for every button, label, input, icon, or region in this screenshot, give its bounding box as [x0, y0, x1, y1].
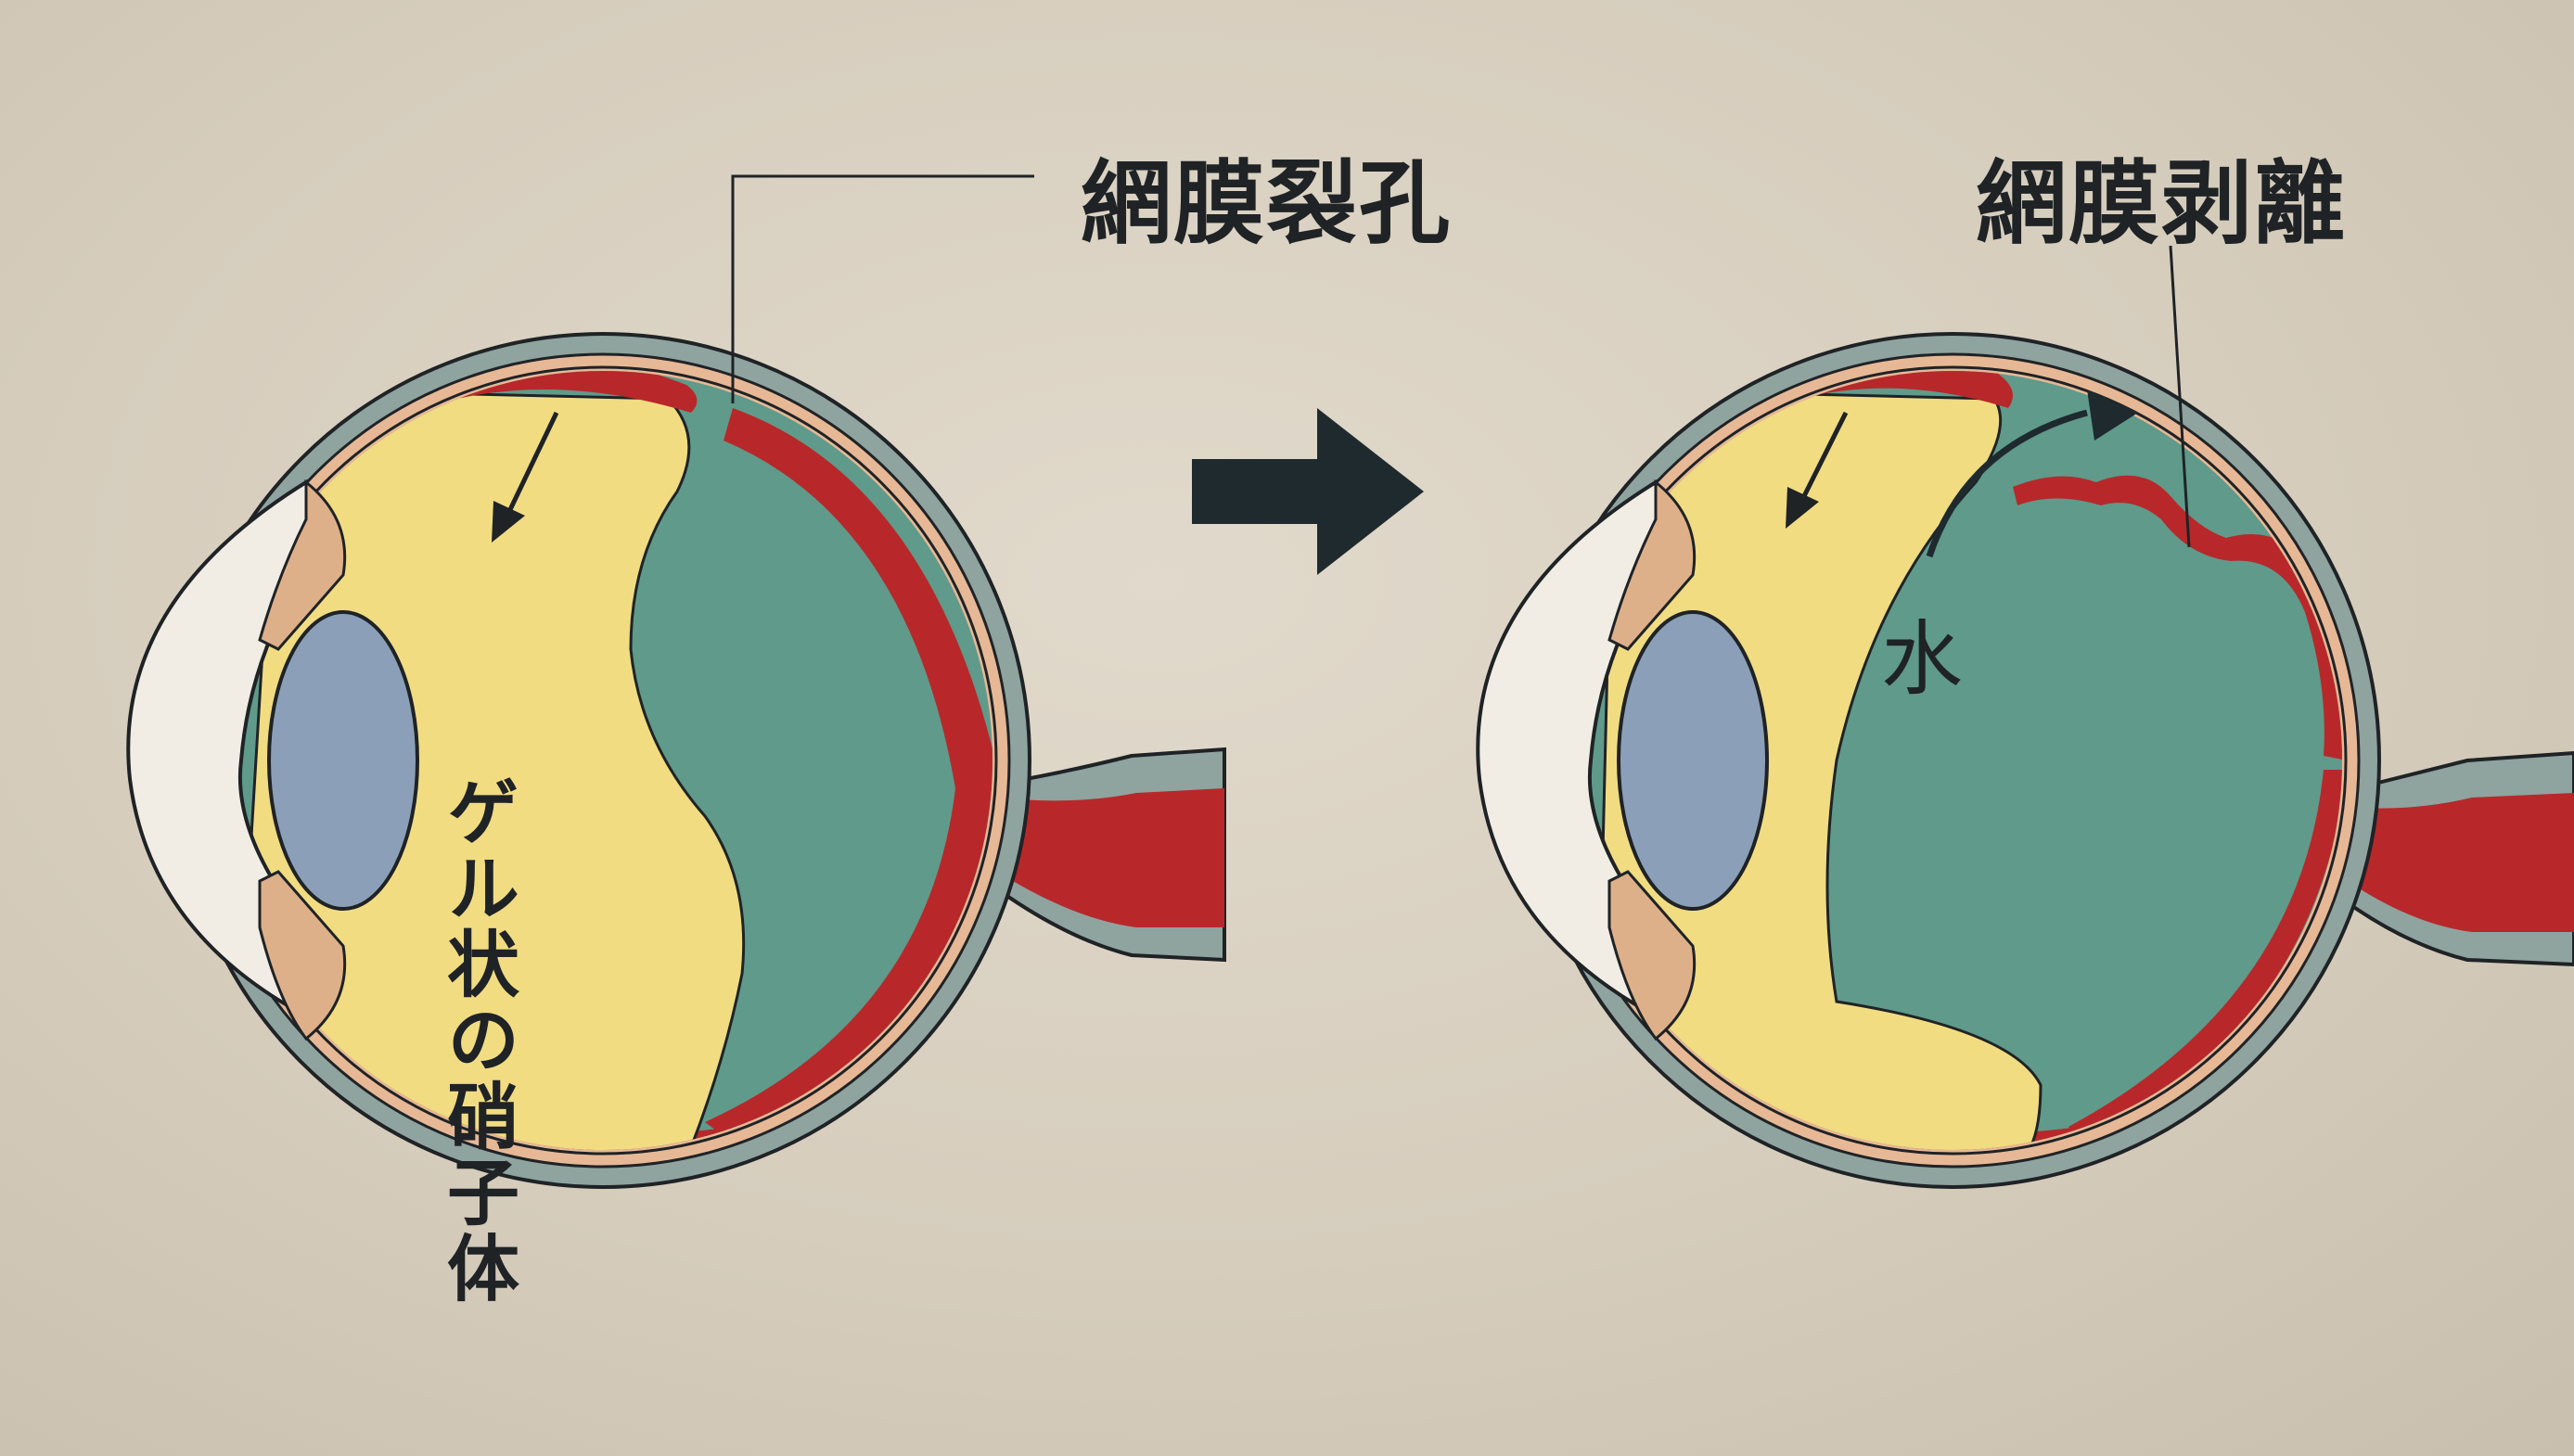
retina-lower-right: [2068, 770, 2342, 1150]
water-flow-arrow: [1926, 409, 2088, 558]
iris-lower-right: [1607, 870, 1697, 1041]
optic-nerve-core-right: [2328, 793, 2574, 932]
water-flow-arrowhead: [2087, 390, 2138, 441]
motion-arrowhead-left: [492, 501, 525, 543]
gel-vitreous-left: [230, 388, 746, 1150]
gel-vitreous-right: [1594, 388, 2043, 1150]
iris-upper-right: [1607, 479, 1697, 651]
optic-nerve-core-left: [983, 788, 1224, 927]
motion-arrowhead-right: [1786, 487, 1819, 529]
label-retinal-detachment: 網膜剥離: [1976, 151, 2348, 257]
label-retinal-tear: 網膜裂孔: [1081, 151, 1453, 257]
eye-right: [1476, 332, 2574, 1189]
eye-left: [126, 332, 1226, 1189]
iris-upper-left: [258, 479, 347, 651]
motion-arrow-right: [1797, 411, 1849, 507]
transition-arrow-icon: [1192, 408, 1424, 575]
leader-line-tear: [731, 174, 1034, 403]
iris-lower-left: [258, 870, 347, 1041]
lens-left: [267, 610, 419, 911]
label-gel-vitreous: ゲル状の硝子体: [435, 774, 519, 1307]
motion-arrow-left: [503, 411, 559, 521]
retina-top-left: [390, 371, 698, 413]
detached-retina-right: [2013, 475, 2342, 760]
label-water: 水: [1881, 611, 1964, 707]
leader-line-detachment: [2169, 245, 2191, 548]
lens-right: [1617, 610, 1769, 911]
retina-left: [705, 408, 992, 1150]
